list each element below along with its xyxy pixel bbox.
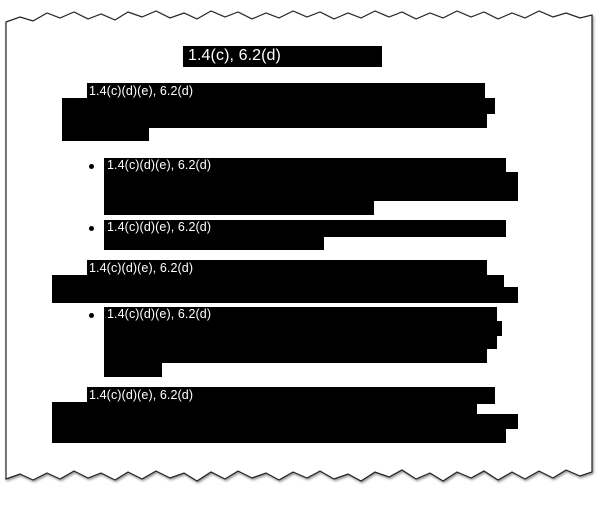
redaction-bar: [104, 235, 324, 250]
bullet-marker: [89, 164, 94, 169]
redaction-bar: [62, 98, 495, 114]
title-redaction: [183, 46, 382, 67]
redaction-bar: [87, 387, 495, 404]
redaction-bar: [52, 275, 504, 290]
redaction-bar: [104, 334, 497, 349]
redaction-bar: [87, 83, 485, 100]
redaction-bar: [104, 220, 506, 237]
exemption-code-label: 1.4(c)(d)(e), 6.2(d): [107, 307, 212, 321]
redaction-bar: [104, 321, 502, 336]
exemption-code-label: 1.4(c)(d)(e), 6.2(d): [89, 388, 194, 402]
redaction-bar: [52, 414, 518, 429]
redaction-bar: [104, 172, 518, 188]
exemption-code-label: 1.4(c)(d)(e), 6.2(d): [89, 261, 194, 275]
exemption-code-label: 1.4(c)(d)(e), 6.2(d): [89, 84, 194, 98]
exemption-code-label: 1.4(c)(d)(e), 6.2(d): [107, 220, 212, 234]
redaction-bar: [87, 260, 487, 277]
redaction-bar: [52, 402, 477, 417]
bullet-marker: [89, 313, 94, 318]
title-exemption-code: 1.4(c), 6.2(d): [188, 47, 281, 64]
redaction-bar: [104, 186, 518, 201]
redaction-bar: [52, 427, 506, 443]
exemption-code-label: 1.4(c)(d)(e), 6.2(d): [107, 158, 212, 172]
redaction-bar: [52, 287, 518, 303]
redaction-bar: [62, 126, 149, 141]
redaction-bar: [62, 112, 487, 128]
redaction-bar: [104, 158, 506, 174]
redaction-bar: [104, 307, 497, 323]
bullet-marker: [89, 226, 94, 231]
redaction-bar: [104, 347, 487, 363]
redaction-bar: [104, 361, 162, 377]
redaction-bar: [104, 199, 374, 215]
